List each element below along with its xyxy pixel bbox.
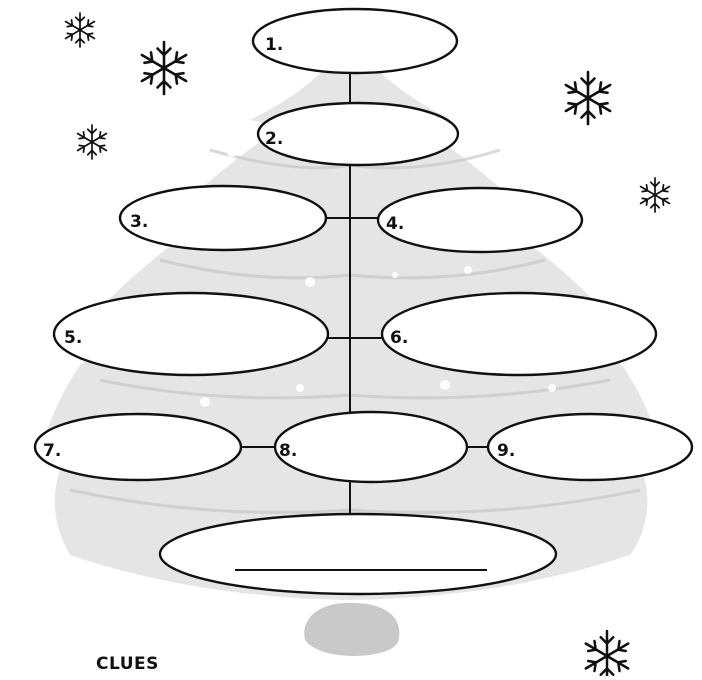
answer-oval-8[interactable]: 8.	[275, 412, 467, 482]
answer-oval-4[interactable]: 4.	[378, 188, 582, 252]
answer-oval-6[interactable]: 6.	[382, 293, 656, 375]
oval-number-7: 7.	[43, 441, 61, 461]
oval-number-2: 2.	[265, 129, 283, 149]
clues-heading: CLUES	[96, 654, 159, 674]
oval-number-6: 6.	[390, 328, 408, 348]
oval-number-9: 9.	[497, 441, 515, 461]
snowflake-icon	[586, 631, 629, 676]
snowflake-icon	[66, 13, 95, 47]
answer-oval-final[interactable]	[160, 514, 556, 594]
snowflake-icon	[641, 178, 670, 212]
oval-number-8: 8.	[279, 441, 297, 461]
oval-number-1: 1.	[265, 35, 283, 55]
answer-oval-5[interactable]: 5.	[54, 293, 328, 375]
snowflake-icon	[566, 72, 610, 124]
snowflake-icon	[78, 125, 107, 159]
oval-number-4: 4.	[386, 214, 404, 234]
answer-oval-7[interactable]: 7.	[35, 414, 241, 480]
oval-number-5: 5.	[64, 328, 82, 348]
oval-number-3: 3.	[130, 212, 148, 232]
answer-oval-3[interactable]: 3.	[120, 186, 326, 250]
answer-oval-2[interactable]: 2.	[258, 103, 458, 165]
answer-oval-1[interactable]: 1.	[253, 9, 457, 73]
answer-oval-9[interactable]: 9.	[488, 414, 692, 480]
snowflake-icon	[142, 42, 186, 94]
